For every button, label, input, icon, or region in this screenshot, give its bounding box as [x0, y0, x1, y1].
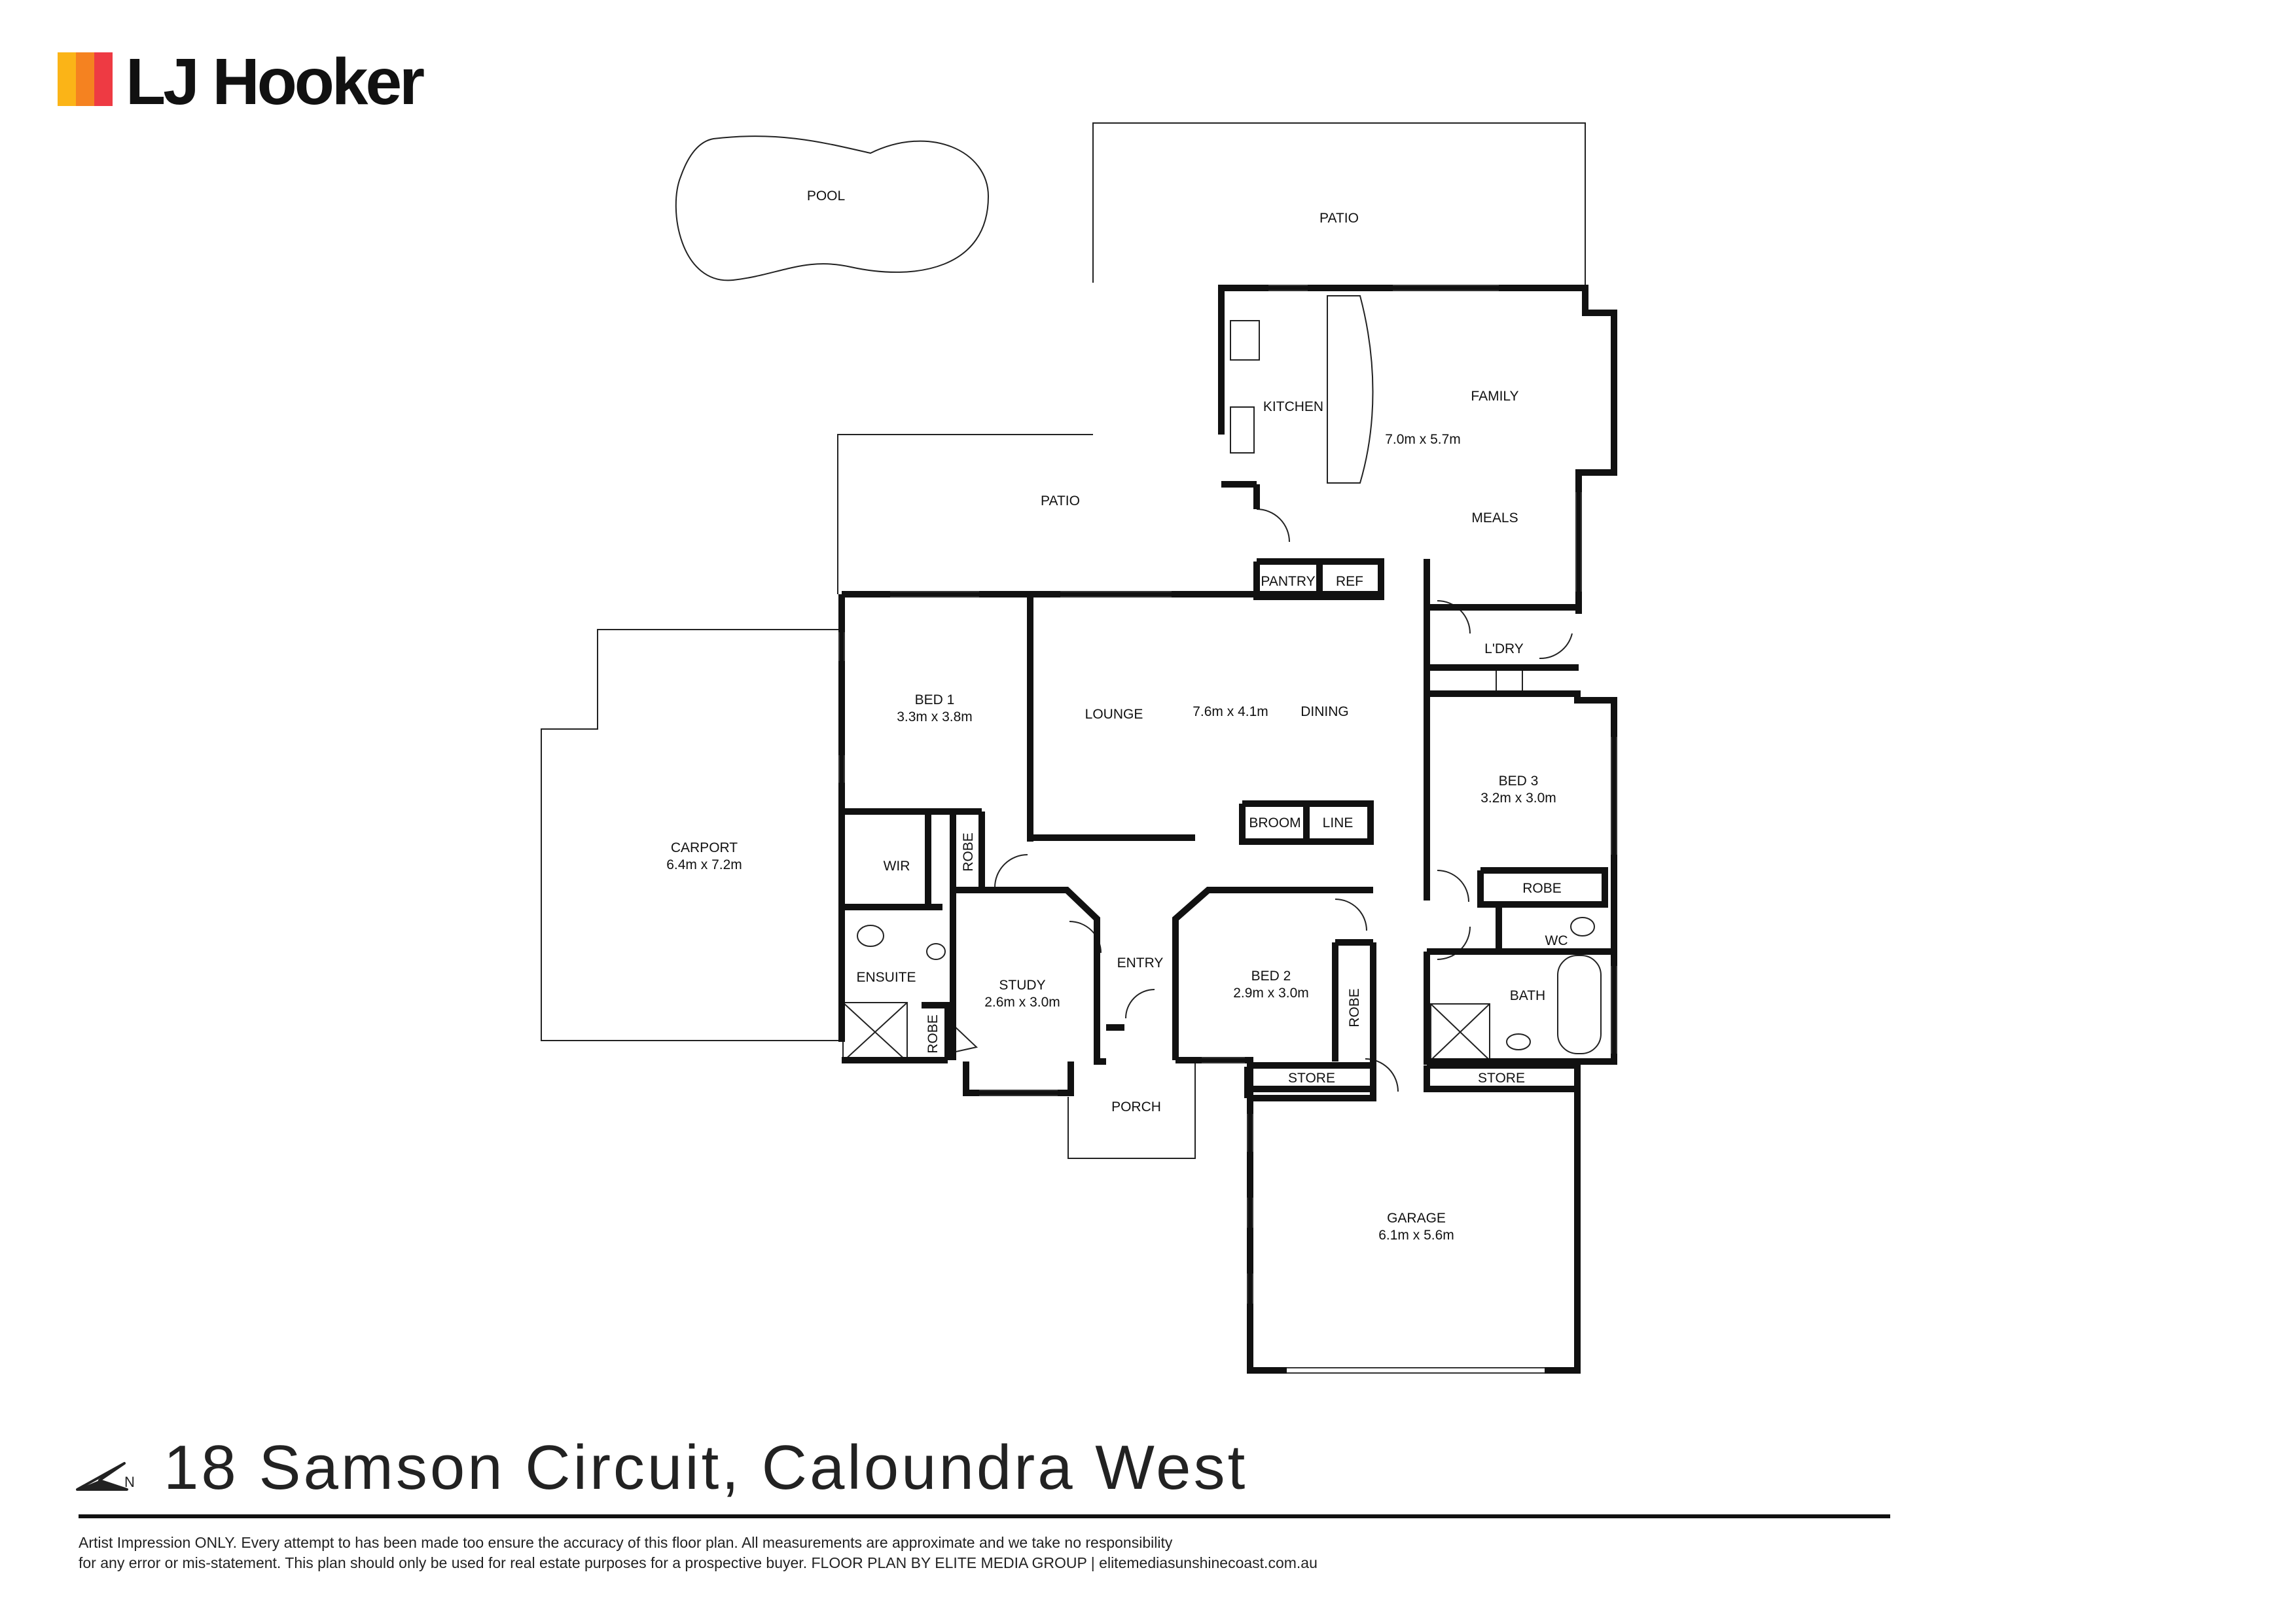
toilet-ensuite: [857, 925, 884, 947]
patio-top-outline: [1092, 122, 1586, 285]
label-robe-bed1: ROBE: [961, 832, 976, 872]
label-robe-study: ROBE: [925, 1014, 941, 1054]
label-line: LINE: [1323, 815, 1354, 830]
label-bed1-dims: 3.3m x 3.8m: [897, 709, 973, 724]
label-study: STUDY: [999, 978, 1045, 993]
label-study-dims: 2.6m x 3.0m: [984, 995, 1060, 1010]
disclaimer-line: Artist Impression ONLY. Every attempt to…: [79, 1534, 1173, 1551]
label-ref: REF: [1336, 574, 1363, 589]
label-lounge: LOUNGE: [1085, 707, 1143, 722]
basin-bath: [1506, 1033, 1531, 1050]
label-bath: BATH: [1510, 988, 1545, 1003]
label-carport-dims: 6.4m x 7.2m: [666, 857, 742, 872]
logo-bars-icon: [58, 52, 113, 106]
porch-outline: [1067, 1060, 1196, 1159]
label-patio-left: PATIO: [1041, 493, 1080, 508]
label-dining: DINING: [1300, 704, 1349, 719]
property-address: 18 Samson Circuit, Caloundra West: [164, 1433, 1248, 1503]
label-robe-bed3: ROBE: [1522, 881, 1562, 896]
label-carport: CARPORT: [671, 840, 738, 855]
bath-tub: [1557, 955, 1602, 1054]
label-meals: MEALS: [1471, 510, 1518, 526]
label-pool: POOL: [807, 188, 845, 204]
north-arrow-icon: N: [76, 1462, 135, 1491]
label-kitchen-family-dims: 7.0m x 5.7m: [1385, 432, 1461, 447]
label-lounge-dining-dims: 7.6m x 4.1m: [1193, 704, 1268, 719]
carport-outline: [541, 629, 842, 1041]
kitchen-island: [1327, 295, 1374, 484]
label-bed1: BED 1: [915, 692, 955, 707]
label-bed2: BED 2: [1251, 969, 1291, 984]
divider: [79, 1514, 1890, 1518]
logo-wordmark: LJ Hooker: [126, 45, 425, 118]
label-wir: WIR: [884, 859, 910, 874]
label-bed2-dims: 2.9m x 3.0m: [1233, 986, 1309, 1001]
label-kitchen: KITCHEN: [1263, 399, 1323, 414]
label-laundry: L'DRY: [1484, 641, 1524, 656]
label-entry: ENTRY: [1117, 955, 1164, 971]
toilet-wc: [1570, 917, 1595, 936]
label-pantry: PANTRY: [1261, 574, 1315, 589]
label-store-left: STORE: [1288, 1071, 1335, 1086]
label-ensuite: ENSUITE: [856, 970, 916, 985]
patio-left-outline: [837, 434, 1093, 594]
cooktop: [1230, 320, 1260, 361]
label-wc: WC: [1545, 933, 1568, 948]
pool-outline: [675, 135, 990, 281]
disclaimer: Artist Impression ONLY. Every attempt to…: [79, 1533, 1885, 1573]
label-store-right: STORE: [1478, 1071, 1525, 1086]
label-patio-top: PATIO: [1319, 211, 1359, 226]
label-garage: GARAGE: [1387, 1211, 1446, 1226]
disclaimer-line: for any error or mis-statement. This pla…: [79, 1554, 1318, 1571]
svg-text:N: N: [124, 1474, 135, 1490]
label-bed3-dims: 3.2m x 3.0m: [1480, 791, 1556, 806]
lj-hooker-logo: LJ Hooker: [58, 45, 425, 118]
basin-ensuite: [926, 943, 946, 960]
label-broom: BROOM: [1249, 815, 1300, 830]
label-bed3: BED 3: [1499, 774, 1539, 789]
kitchen-sink: [1230, 406, 1255, 454]
label-robe-bed2: ROBE: [1347, 988, 1362, 1027]
label-porch: PORCH: [1111, 1099, 1161, 1115]
label-garage-dims: 6.1m x 5.6m: [1378, 1228, 1454, 1243]
label-family: FAMILY: [1471, 389, 1518, 404]
